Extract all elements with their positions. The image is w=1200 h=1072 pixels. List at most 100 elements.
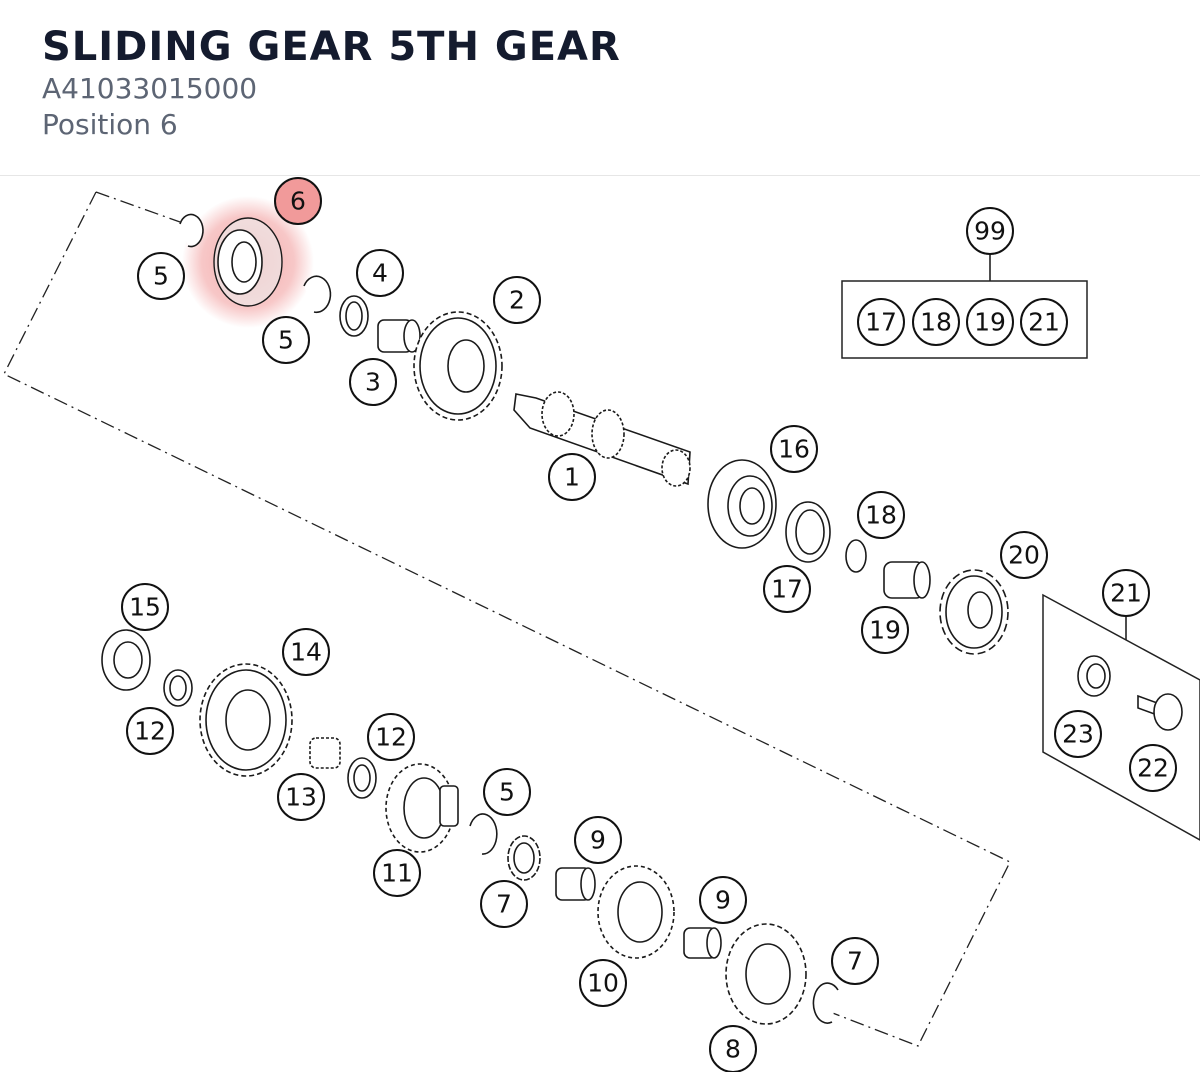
part-o-ring[interactable]: [845, 539, 867, 573]
callout-label: 11: [381, 859, 413, 888]
part-circlip[interactable]: [469, 813, 498, 855]
callout-7[interactable]: 7: [831, 937, 879, 985]
callout-16[interactable]: 16: [770, 425, 818, 473]
part-seal[interactable]: [1077, 655, 1111, 697]
callout-10[interactable]: 10: [579, 959, 627, 1007]
callout-9[interactable]: 9: [699, 876, 747, 924]
callout-label: 9: [590, 826, 606, 855]
callout-22[interactable]: 22: [1129, 744, 1177, 792]
part-bearing[interactable]: [101, 629, 151, 691]
part-washer[interactable]: [163, 669, 193, 707]
callout-12[interactable]: 12: [126, 707, 174, 755]
part-circlip[interactable]: [179, 213, 204, 248]
callout-23[interactable]: 23: [1054, 710, 1102, 758]
callout-3[interactable]: 3: [349, 358, 397, 406]
callout-5[interactable]: 5: [483, 768, 531, 816]
part-main-shaft[interactable]: [513, 391, 691, 487]
callout-18[interactable]: 18: [857, 491, 905, 539]
part-gear[interactable]: [725, 923, 807, 1025]
part-circlip[interactable]: [303, 275, 332, 314]
part-washer[interactable]: [347, 757, 377, 799]
part-bolt[interactable]: [1137, 693, 1183, 731]
callout-label: 21: [1028, 308, 1060, 337]
callout-label: 9: [715, 886, 731, 915]
callout-17[interactable]: 17: [763, 565, 811, 613]
part-washer[interactable]: [339, 295, 369, 337]
callout-label: 7: [847, 947, 863, 976]
callout-99[interactable]: 99: [966, 207, 1014, 255]
callout-4[interactable]: 4: [356, 249, 404, 297]
callout-label: 22: [1137, 754, 1169, 783]
part-circlip[interactable]: [812, 982, 839, 1024]
callout-label: 15: [129, 593, 161, 622]
callout-label: 21: [1110, 579, 1142, 608]
callout-label: 17: [771, 575, 803, 604]
callout-14[interactable]: 14: [282, 628, 330, 676]
part-gear[interactable]: [597, 865, 675, 959]
callout-19[interactable]: 19: [861, 606, 909, 654]
callout-15[interactable]: 15: [121, 583, 169, 631]
callout-label: 7: [496, 890, 512, 919]
assembly-outline: [3, 191, 1011, 1047]
callout-label: 20: [1008, 541, 1040, 570]
callout-label: 99: [974, 217, 1006, 246]
callout-20[interactable]: 20: [1000, 531, 1048, 579]
part-bushing[interactable]: [883, 561, 931, 599]
callout-label: 23: [1062, 720, 1094, 749]
part-bearing[interactable]: [707, 459, 777, 549]
callout-9[interactable]: 9: [574, 816, 622, 864]
page-header: SLIDING GEAR 5TH GEAR A41033015000 Posit…: [0, 0, 1200, 176]
callout-label: 5: [499, 778, 515, 807]
callout-label: 18: [920, 308, 952, 337]
callout-21[interactable]: 21: [1020, 298, 1068, 346]
part-gear[interactable]: [413, 311, 503, 421]
callout-label: 4: [372, 259, 388, 288]
part-sliding-gear-5th[interactable]: [213, 217, 283, 307]
callout-label: 5: [278, 326, 294, 355]
part-seal-ring[interactable]: [785, 501, 831, 563]
part-bushing[interactable]: [377, 319, 421, 353]
part-needle-bearing[interactable]: [309, 737, 341, 769]
callout-21[interactable]: 21: [1102, 569, 1150, 617]
callout-label: 6: [290, 187, 306, 216]
callout-label: 3: [365, 368, 381, 397]
callout-label: 13: [285, 783, 317, 812]
part-gear[interactable]: [385, 763, 459, 853]
callout-label: 16: [778, 435, 810, 464]
callout-label: 19: [869, 616, 901, 645]
callout-5[interactable]: 5: [262, 316, 310, 364]
part-gear[interactable]: [199, 663, 293, 777]
callout-13[interactable]: 13: [277, 773, 325, 821]
callout-label: 12: [134, 717, 166, 746]
callout-6[interactable]: 6: [274, 177, 322, 225]
callout-19[interactable]: 19: [966, 298, 1014, 346]
callout-label: 17: [865, 308, 897, 337]
callout-18[interactable]: 18: [912, 298, 960, 346]
callout-label: 12: [375, 723, 407, 752]
callout-label: 8: [725, 1035, 741, 1064]
callout-label: 2: [509, 286, 525, 315]
callout-label: 10: [587, 969, 619, 998]
part-bushing[interactable]: [555, 867, 596, 901]
callout-label: 14: [290, 638, 322, 667]
callout-5[interactable]: 5: [137, 252, 185, 300]
page-title: SLIDING GEAR 5TH GEAR: [42, 24, 621, 70]
callout-17[interactable]: 17: [857, 298, 905, 346]
callout-label: 19: [974, 308, 1006, 337]
part-lock-washer[interactable]: [507, 835, 541, 881]
callout-8[interactable]: 8: [709, 1025, 757, 1072]
callout-11[interactable]: 11: [373, 849, 421, 897]
callout-label: 1: [564, 463, 580, 492]
callout-label: 18: [865, 501, 897, 530]
callout-12[interactable]: 12: [367, 713, 415, 761]
callout-2[interactable]: 2: [493, 276, 541, 324]
callout-7[interactable]: 7: [480, 880, 528, 928]
callout-label: 5: [153, 262, 169, 291]
callout-1[interactable]: 1: [548, 453, 596, 501]
part-bushing[interactable]: [683, 927, 722, 959]
part-number: A41033015000: [42, 72, 258, 105]
part-sprocket[interactable]: [939, 569, 1009, 655]
position-label: Position 6: [42, 108, 178, 141]
